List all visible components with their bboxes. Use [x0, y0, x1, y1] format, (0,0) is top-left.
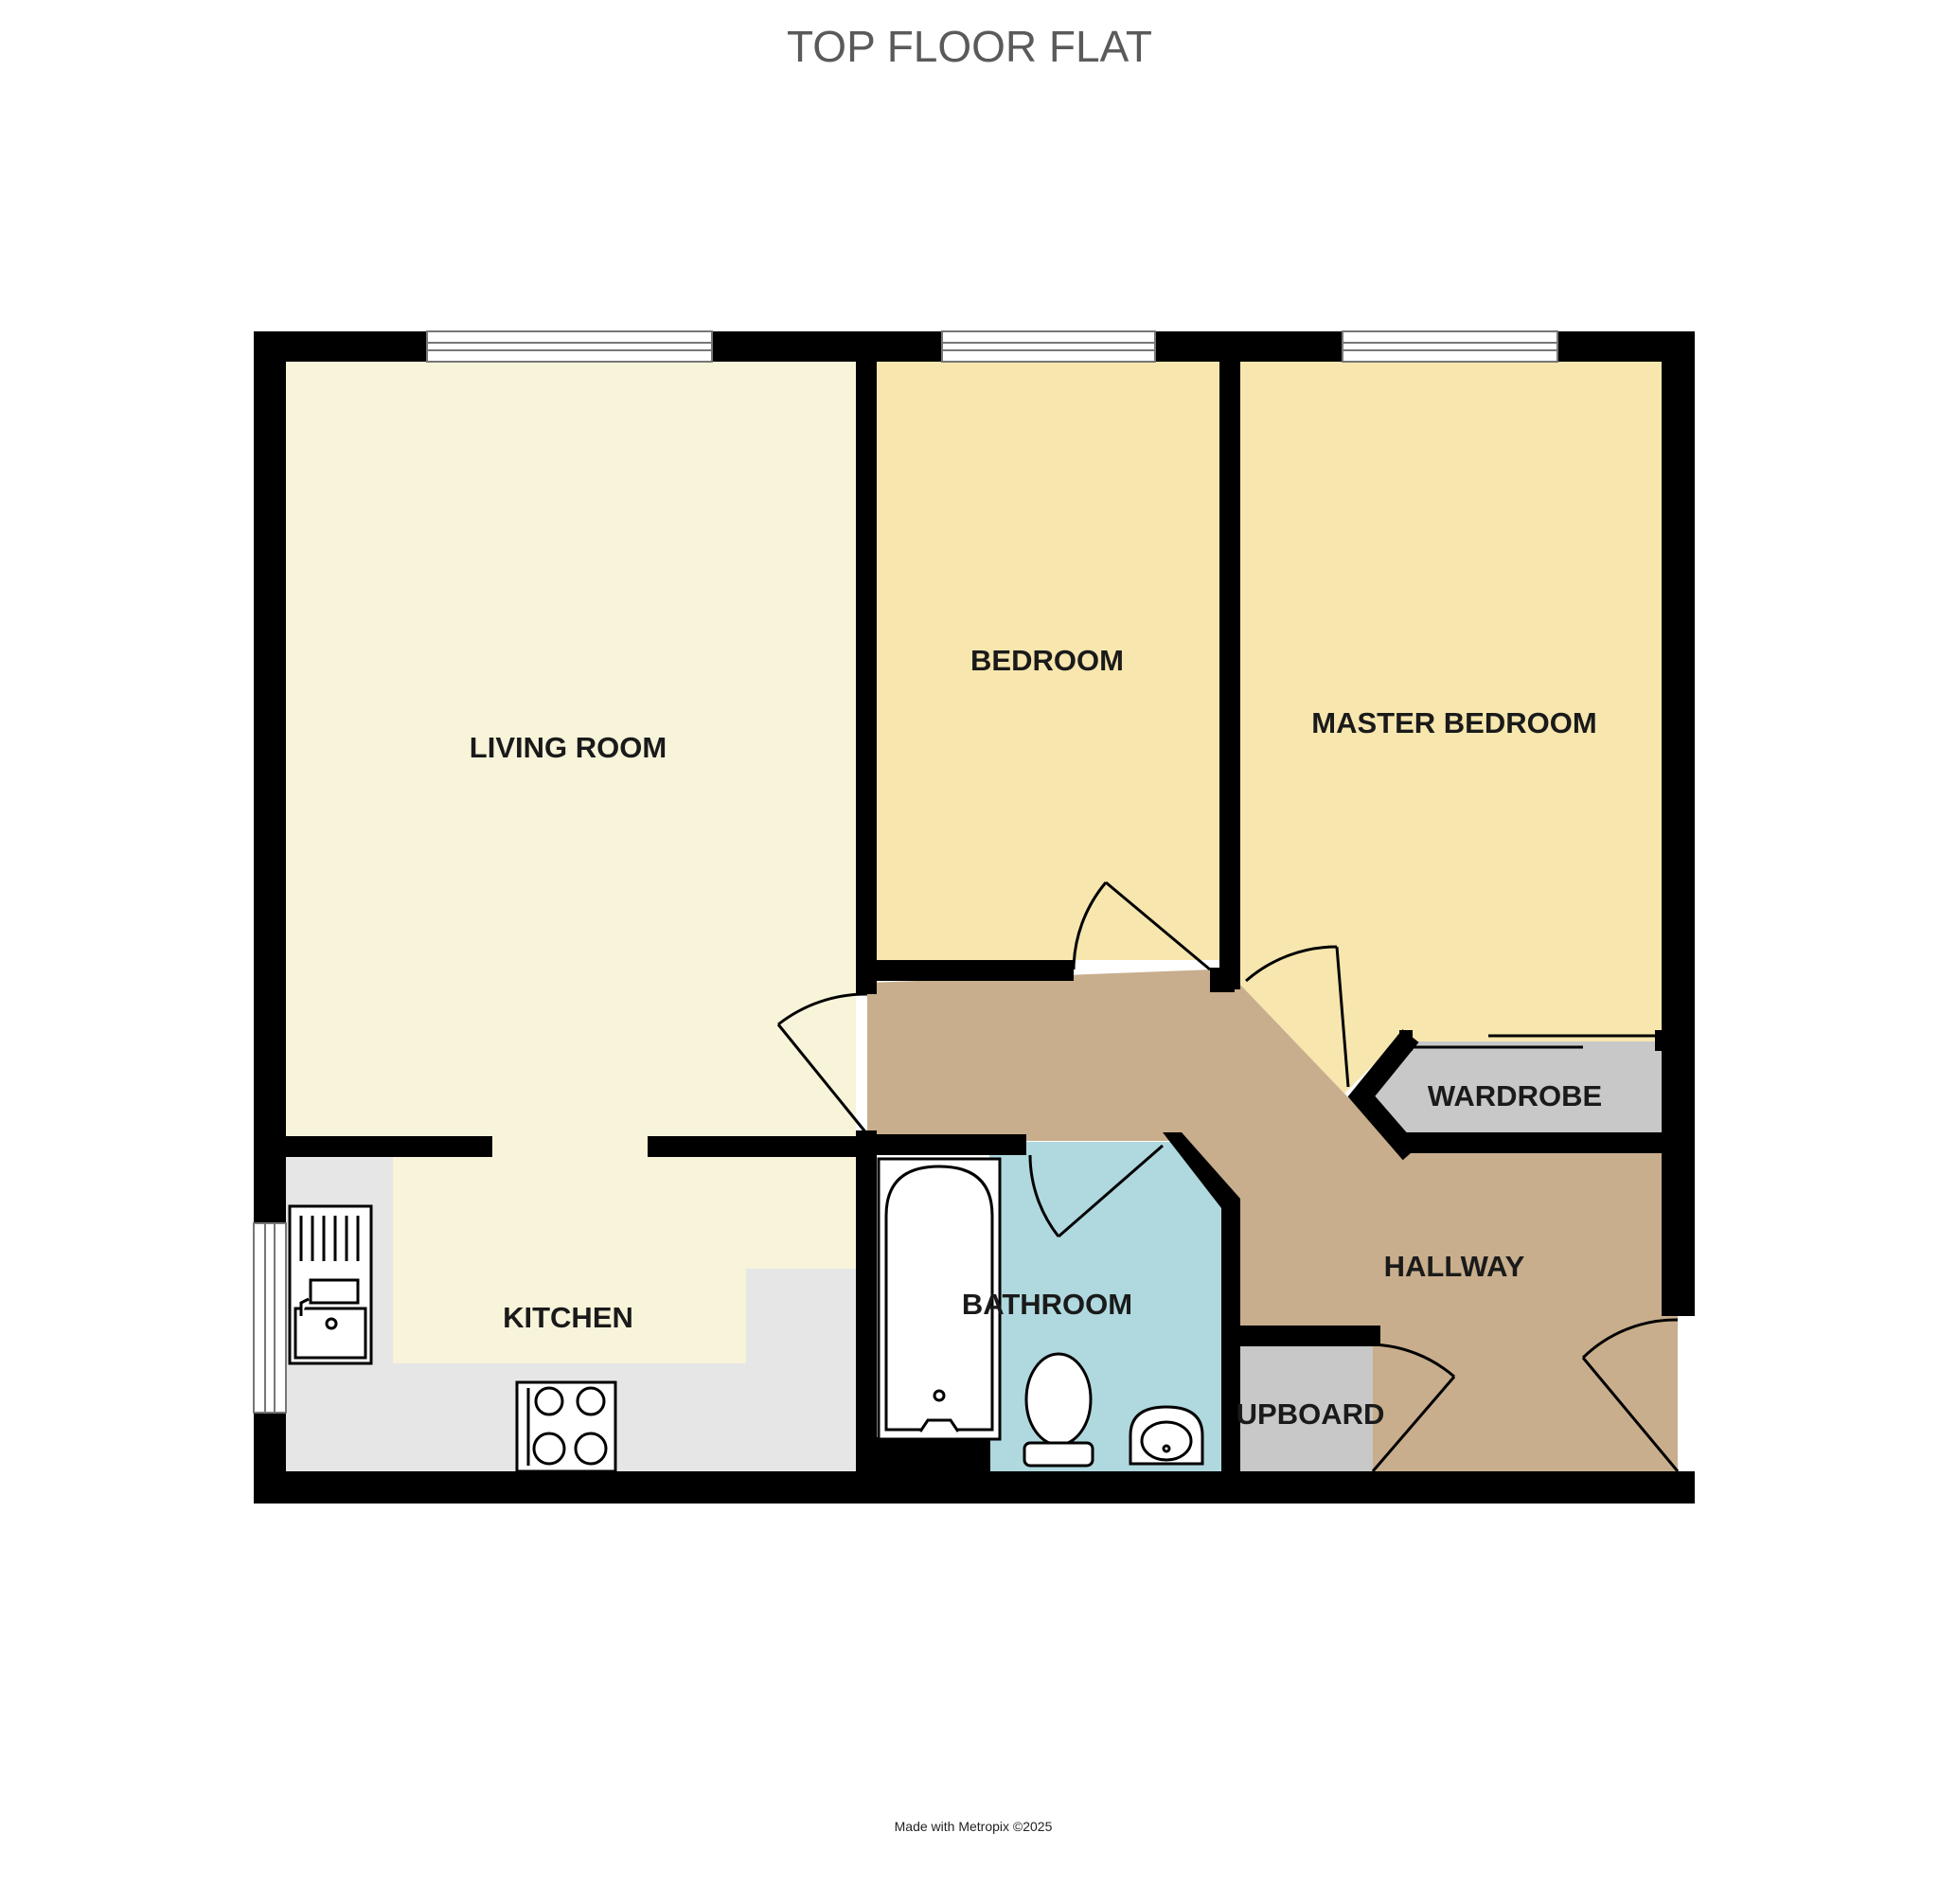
bedroom-label: BEDROOM [970, 644, 1124, 677]
windows [253, 330, 1558, 1414]
hallway-label: HALLWAY [1384, 1250, 1525, 1283]
living-room-floor [286, 362, 856, 1138]
wardrobe-floor [1371, 1041, 1662, 1132]
window-glazing-lines [264, 342, 1557, 1413]
wardrobe-top-post [1399, 1030, 1413, 1051]
wardrobe-front-wall [1347, 1029, 1419, 1161]
wardrobe-right-post [1655, 1030, 1666, 1051]
bedroom-floor [877, 362, 1219, 960]
hallway-floor [867, 970, 1678, 1471]
bathtub-icon [877, 1157, 1002, 1441]
kitchen-label: KITCHEN [503, 1301, 633, 1334]
wardrobe-sliding-doors [1413, 1034, 1662, 1049]
wardrobe-label: WARDROBE [1428, 1079, 1602, 1112]
bathroom-angled-wall [1163, 1132, 1240, 1221]
master-bedroom-floor [1240, 362, 1662, 1094]
kitchen-open-floor [393, 1138, 856, 1363]
walls [254, 331, 1695, 1504]
doors [776, 881, 1680, 1472]
bathroom-label: BATHROOM [962, 1288, 1132, 1321]
kitchen-sink-icon [288, 1204, 373, 1365]
cooker-hob-icon [515, 1380, 617, 1473]
living-room-label: LIVING ROOM [470, 731, 667, 764]
toilet-icon [1023, 1352, 1094, 1468]
master-bedroom-label: MASTER BEDROOM [1311, 706, 1596, 739]
cupboard-floor [1240, 1344, 1373, 1471]
metropix-credit: Made with Metropix ©2025 [895, 1819, 1053, 1834]
cupboard-label: UPBOARD [1236, 1397, 1385, 1431]
plan-title: TOP FLOOR FLAT [787, 22, 1152, 71]
wash-basin-icon [1129, 1405, 1204, 1466]
